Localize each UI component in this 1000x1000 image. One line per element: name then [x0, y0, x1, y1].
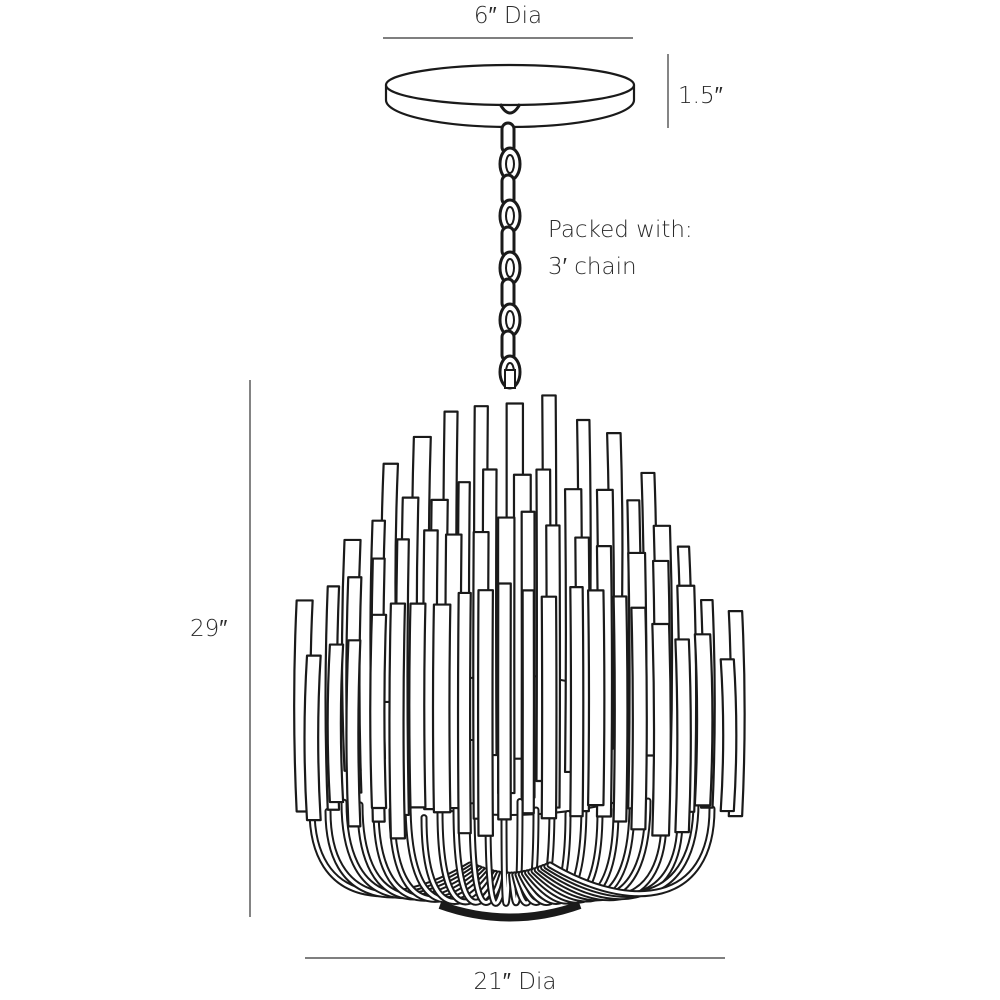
rod-row-4	[476, 589, 495, 837]
rod-row-4	[630, 606, 648, 831]
rod-row-4	[612, 595, 629, 823]
rod-row-4	[388, 602, 407, 840]
drooping-loop-highlight	[390, 808, 488, 901]
chain	[498, 103, 522, 390]
drooping-loop-highlight	[502, 811, 510, 905]
rod-row-4	[674, 638, 692, 834]
rod-row-4	[521, 589, 536, 815]
rod-row-4	[719, 658, 738, 813]
loop-gather	[438, 901, 582, 922]
chain-stem	[504, 369, 516, 389]
rod-row-4	[326, 643, 345, 804]
ceiling-canopy	[384, 63, 636, 129]
body-diameter-label: 21″ Dia	[473, 969, 557, 995]
chain-link-hole	[505, 154, 515, 174]
rod-row-4	[569, 586, 585, 818]
canopy-height-label: 1.5″	[678, 83, 723, 109]
rod-row-4	[408, 602, 427, 809]
overall-height-label: 29″	[190, 616, 228, 642]
chandelier-rods	[293, 394, 746, 840]
drooping-loop-highlight	[358, 803, 482, 899]
chain-link-hole	[505, 258, 515, 278]
rod-row-4	[586, 589, 606, 807]
rod-row-4	[693, 633, 714, 807]
rod-row-4	[540, 595, 558, 820]
drooping-loop-highlight	[342, 800, 478, 898]
packaging-note-line-1: Packed with:	[548, 217, 693, 243]
drooping-loop-highlight	[470, 804, 504, 904]
packaging-note: Packed with: 3′ chain	[548, 212, 693, 286]
rod-row-4	[303, 654, 322, 822]
drooping-loop-highlight	[548, 807, 714, 896]
rod-row-4	[369, 613, 388, 810]
drooping-loop-highlight	[438, 810, 498, 904]
canopy-diameter-label: 6″ Dia	[473, 3, 543, 29]
chain-link-hole	[505, 206, 515, 226]
chain-link-hole	[505, 310, 515, 330]
rod-row-4	[345, 639, 362, 828]
rod-row-4	[431, 603, 452, 814]
rod-row-4	[651, 622, 672, 837]
rod-row-4	[456, 591, 472, 835]
rod-row-4	[497, 582, 512, 821]
drooping-loop-highlight	[510, 800, 522, 905]
packaging-note-line-2: 3′ chain	[548, 254, 637, 280]
chandelier-bottom-loops	[308, 797, 716, 922]
chain-hook	[498, 103, 522, 115]
